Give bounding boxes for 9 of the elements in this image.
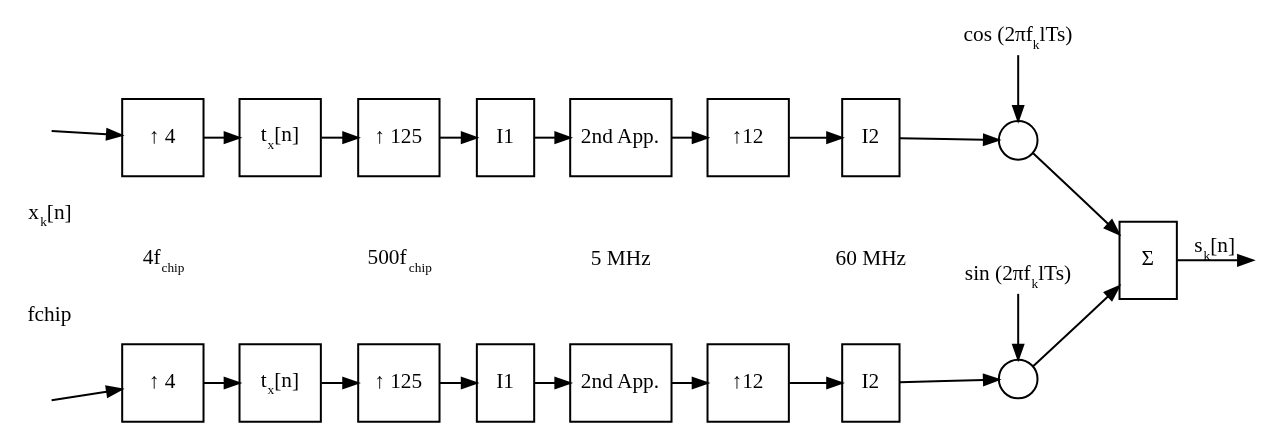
label: x$_{k}$[n] bbox=[28, 199, 72, 229]
label: 4f$_{chip}$ bbox=[142, 244, 185, 275]
label: 500f$_{chip}$ bbox=[367, 244, 432, 275]
label: 60 MHz bbox=[835, 245, 907, 270]
node-text: cos (2πf$_{k}$lTs) bbox=[963, 21, 1073, 52]
node-text: sin (2πf$_{k}$lTs) bbox=[964, 260, 1072, 291]
label: fchip bbox=[27, 301, 72, 326]
edge-label: s$_{k}$[n] bbox=[1194, 232, 1236, 263]
label: 5 MHz bbox=[590, 245, 651, 270]
